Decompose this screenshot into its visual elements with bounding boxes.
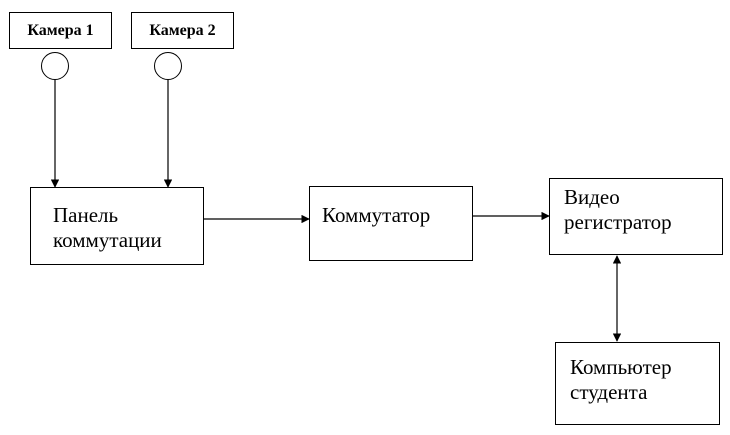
video-recorder-label-line1: Видео <box>564 185 620 209</box>
patch-panel-box: Панель коммутации <box>30 187 204 265</box>
camera-1-label: Камера 1 <box>27 21 94 39</box>
patch-panel-label-line2: коммутации <box>53 228 162 252</box>
video-recorder-label-line2: регистратор <box>564 210 672 234</box>
student-pc-box: Компьютер студента <box>555 342 720 425</box>
camera-2-box: Камера 2 <box>131 12 234 49</box>
patch-panel-label-line1: Панель <box>53 203 119 227</box>
camera-2-lens-icon <box>154 52 182 80</box>
camera-1-box: Камера 1 <box>9 12 112 49</box>
video-recorder-box: Видео регистратор <box>549 178 723 255</box>
switch-label: Коммутатор <box>322 203 431 227</box>
student-pc-label-line1: Компьютер <box>570 355 672 379</box>
camera-2-label: Камера 2 <box>149 21 216 39</box>
switch-box: Коммутатор <box>309 186 473 261</box>
student-pc-label-line2: студента <box>570 380 648 404</box>
camera-1-lens-icon <box>41 52 69 80</box>
